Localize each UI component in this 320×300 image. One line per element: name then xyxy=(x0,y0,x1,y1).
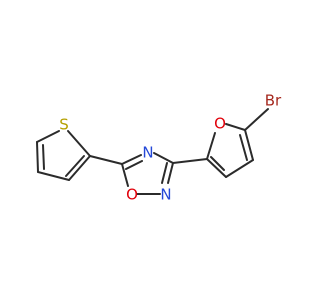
bond-oxadiazole-furan xyxy=(172,158,208,164)
bond-oxadiazole-c5-n4 xyxy=(121,154,142,165)
bond-thiophene-c5-s xyxy=(36,130,60,143)
molecule-diagram: S N O N O Br xyxy=(36,91,283,204)
atom-label-oxygen-furan: O xyxy=(214,115,226,133)
bond-furan-c5-c4-double xyxy=(239,134,248,161)
atom-labels: S N O N O Br xyxy=(59,92,282,204)
bond-thiophene-c3-c4 xyxy=(37,171,70,181)
bond-furan-c2-o1 xyxy=(206,132,216,160)
bond-oxadiazole-c5-n4-double xyxy=(125,160,143,170)
atom-label-bromine: Br xyxy=(265,92,282,110)
bond-thiophene-c4-c5-double xyxy=(42,144,45,170)
bond-oxadiazole-c3-n2 xyxy=(167,162,174,184)
bond-oxadiazole-c3-n2-double xyxy=(161,162,168,184)
bond-oxadiazole-o1-c5 xyxy=(121,163,129,187)
bonds xyxy=(36,108,269,195)
bond-oxadiazole-n4-c3 xyxy=(153,152,174,164)
atom-label-nitrogen-top: N xyxy=(142,144,153,162)
atom-label-nitrogen-bottom: N xyxy=(160,186,171,204)
bond-thiophene-c2-c3 xyxy=(68,155,91,181)
bond-furan-c4-c3 xyxy=(225,159,254,178)
bond-furan-bromine xyxy=(244,108,269,131)
bond-thiophene-oxadiazole xyxy=(89,155,123,165)
bond-thiophene-c4-c5 xyxy=(36,141,39,173)
bond-thiophene-c2-c3-double xyxy=(65,155,85,177)
bond-thiophene-s-c2 xyxy=(67,130,91,157)
atom-label-sulfur: S xyxy=(59,116,69,134)
atom-label-oxygen-oxadiazole: O xyxy=(126,186,138,204)
bond-furan-c5-c4 xyxy=(244,129,254,161)
bond-furan-c3-c2 xyxy=(206,158,227,178)
bond-furan-o1-c5 xyxy=(225,123,246,131)
bond-furan-c3-c2-double xyxy=(210,156,225,171)
